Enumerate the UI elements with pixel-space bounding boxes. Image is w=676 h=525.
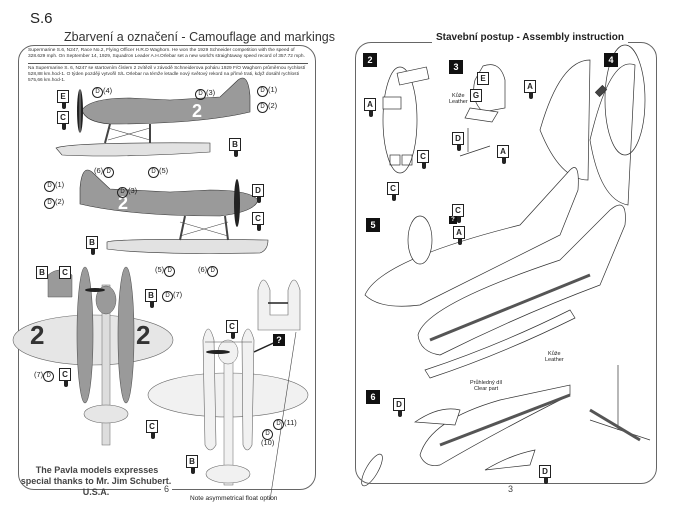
step-2-badge: 2 <box>363 53 377 67</box>
paint-drop-icon <box>231 333 235 339</box>
paint-drop-icon <box>91 249 95 255</box>
callout-box-c: C <box>252 212 264 225</box>
callout-box-b: B <box>145 289 157 302</box>
callout-box-b: B <box>186 455 198 468</box>
paint-drop-icon <box>457 145 461 151</box>
decal-callout-2: D(2) <box>257 101 277 113</box>
decal-callout-10-label: (10) <box>261 438 275 447</box>
camouflage-title: Zbarvení a označení - Camouflage and mar… <box>60 30 339 44</box>
paint-drop-icon <box>234 151 238 157</box>
decal-callout-1-bottom: D(1) <box>44 180 64 192</box>
paint-drop-icon <box>422 163 426 169</box>
paint-drop-icon <box>502 158 506 164</box>
paint-drop-icon <box>458 239 462 245</box>
assembly-title: Stavební postup - Assembly instruction <box>432 32 628 43</box>
decal-callout-3: D(3) <box>195 88 215 100</box>
assembly-panel <box>355 42 657 484</box>
decal-callout-3-bottom: D(3) <box>117 186 137 198</box>
race-number-right-wing: 2 <box>136 320 151 350</box>
callout-box-c: C <box>226 320 238 333</box>
race-number-fuselage-top: 2 <box>192 101 203 121</box>
callout-box-e: E <box>477 72 489 85</box>
step-4-badge: 4 <box>604 53 618 67</box>
callout-box-d: D <box>539 465 551 478</box>
step-5-drawing <box>364 167 626 379</box>
paint-drop-icon <box>369 111 373 117</box>
callout-box-c: C <box>146 420 158 433</box>
question-mark-icon: ? <box>273 334 285 346</box>
plan-view-floats-grey <box>12 266 174 446</box>
paint-drop-icon <box>257 197 261 203</box>
callout-box-a: A <box>497 145 509 158</box>
side-profile-bottom <box>79 169 269 254</box>
decal-callout-2-bottom: D(2) <box>44 197 64 209</box>
decal-callout-6-bottom: (6)D <box>198 265 219 277</box>
callout-box-d: D <box>393 398 405 411</box>
page-number-right: 3 <box>505 484 517 494</box>
thanks-line-2: special thanks to Mr. Jim Schubert, U.S.… <box>20 476 172 497</box>
paint-drop-icon <box>457 217 461 223</box>
asymmetric-float-note: Note asymmetrical float option <box>190 495 278 502</box>
paint-drop-icon <box>62 124 66 130</box>
thanks-line-1: The Pavla models expresses <box>35 465 159 475</box>
callout-box-g: G <box>470 89 482 102</box>
decal-callout-4: D(4) <box>92 86 112 98</box>
race-number-fuselage-bottom: 2 <box>118 193 129 213</box>
paint-drop-icon <box>151 433 155 439</box>
callout-box-b: B <box>36 266 48 279</box>
paint-drop-icon <box>544 478 548 484</box>
callout-box-b: B <box>229 138 241 151</box>
decal-callout-7-left: (7)D <box>34 370 55 382</box>
question-mark-icon: ? <box>449 216 457 224</box>
plan-view-underside <box>147 279 309 501</box>
step-6-badge: 6 <box>366 390 380 404</box>
description-divider <box>28 63 308 64</box>
callout-box-b: B <box>86 236 98 249</box>
decal-callout-5-bottom: (5)D <box>155 265 176 277</box>
paint-drop-icon <box>64 381 68 387</box>
callout-box-a: A <box>453 226 465 239</box>
callout-box-c: C <box>452 204 464 217</box>
decal-callout-5: D(5) <box>148 166 168 178</box>
paint-drop-icon <box>392 195 396 201</box>
page-label: S.6 <box>30 10 53 27</box>
paint-drop-icon <box>257 225 261 231</box>
page-number-left: 6 <box>161 484 173 494</box>
decal-callout-10: D <box>262 428 273 440</box>
decal-callout-11: D(11) <box>273 418 297 430</box>
step-4-drawing <box>539 44 646 206</box>
side-profile-top <box>55 77 251 157</box>
callout-box-a: A <box>364 98 376 111</box>
description-czech: Na Supermarine S. 6, N247 se startovním … <box>28 66 306 83</box>
callout-box-c: C <box>57 111 69 124</box>
decal-callout-6: (6)D <box>94 166 115 178</box>
paint-drop-icon <box>398 411 402 417</box>
paint-drop-icon <box>62 103 66 109</box>
description-english: Supermarine S.6, N247, Race No.2, Flying… <box>28 48 305 59</box>
callout-box-c: C <box>59 266 71 279</box>
callout-box-c: C <box>59 368 71 381</box>
callout-box-d: D <box>452 132 464 145</box>
paint-drop-icon <box>191 468 195 474</box>
callout-box-d: D <box>252 184 264 197</box>
step-5-badge: 5 <box>366 218 380 232</box>
race-number-left-wing: 2 <box>30 320 45 350</box>
paint-drop-icon <box>150 302 154 308</box>
step-3-badge: 3 <box>449 60 463 74</box>
callout-box-a: A <box>524 80 536 93</box>
callout-box-c: C <box>417 150 429 163</box>
step-6-drawing <box>361 365 651 487</box>
step-2-drawing <box>382 66 430 174</box>
decal-callout-7: D(7) <box>162 290 182 302</box>
paint-drop-icon <box>529 93 533 99</box>
callout-box-c: C <box>387 182 399 195</box>
decal-callout-1: D(1) <box>257 85 277 97</box>
callout-box-e: E <box>57 90 69 103</box>
